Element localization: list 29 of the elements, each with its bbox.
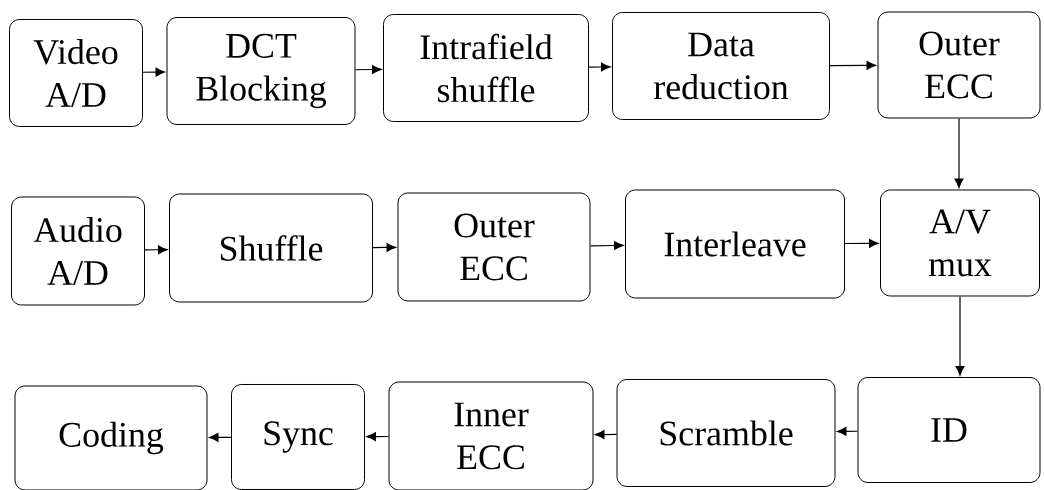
process-box: Interleave <box>625 189 845 299</box>
process-box: Scramble <box>616 379 836 487</box>
process-box: Outer ECC <box>877 11 1041 119</box>
process-box: Sync <box>231 384 365 490</box>
arrow <box>366 432 390 442</box>
process-box: Shuffle <box>169 193 373 303</box>
process-box: Audio A/D <box>11 196 145 306</box>
arrow <box>844 238 879 248</box>
process-box: Data reduction <box>612 12 830 120</box>
arrow <box>209 432 232 442</box>
arrow <box>829 60 877 70</box>
process-box: Video A/D <box>9 19 143 127</box>
arrow <box>589 241 624 250</box>
arrow <box>354 65 382 74</box>
process-box: Intrafield shuffle <box>383 14 589 122</box>
arrow <box>144 245 168 255</box>
process-box: Coding <box>14 385 208 490</box>
arrow <box>955 295 965 376</box>
process-box: A/V mux <box>880 189 1040 297</box>
arrow <box>954 117 964 188</box>
arrow <box>142 67 166 77</box>
arrow <box>588 62 611 72</box>
arrow <box>372 243 397 252</box>
arrow <box>836 426 859 436</box>
process-box: Outer ECC <box>397 192 591 302</box>
process-box: ID <box>857 377 1041 483</box>
process-box: Inner ECC <box>388 381 594 490</box>
arrow <box>594 430 618 439</box>
process-box: DCT Blocking <box>166 17 356 125</box>
